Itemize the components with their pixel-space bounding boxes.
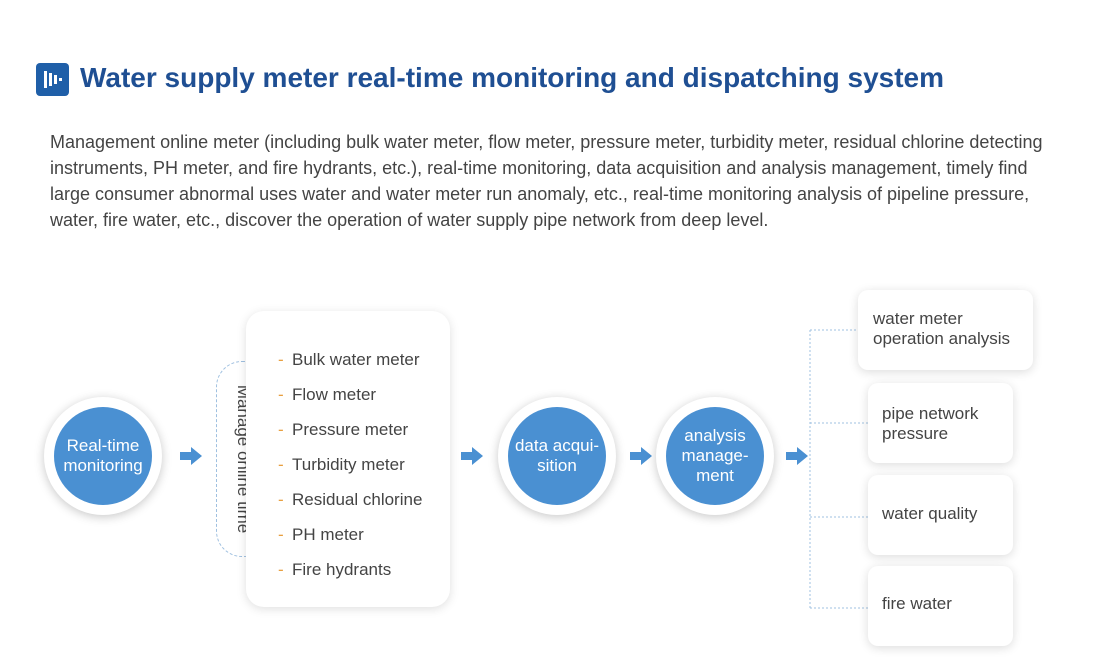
output-card-water-quality: water quality — [868, 475, 1013, 555]
output-card-meter-analysis: water meter operation analysis — [858, 290, 1033, 370]
output-card-fire-water: fire water — [868, 566, 1013, 646]
arrow-right-icon — [461, 447, 483, 465]
output-card-pipe-pressure: pipe network pressure — [868, 383, 1013, 463]
arrow-right-icon — [630, 447, 652, 465]
node-realtime-monitoring-label: Real-time monitoring — [54, 407, 152, 505]
node-data-acquisition: data acqui-sition — [498, 397, 616, 515]
node-analysis-management-label: analysis manage-ment — [666, 407, 764, 505]
output-card-label: water meter operation analysis — [873, 309, 1011, 348]
output-card-label: pipe network pressure — [882, 404, 979, 443]
node-analysis-management: analysis manage-ment — [656, 397, 774, 515]
list-item: -Turbidity meter — [278, 455, 405, 474]
output-card-label: fire water — [882, 594, 952, 613]
node-data-acquisition-label: data acqui-sition — [508, 407, 606, 505]
meter-list: -Bulk water meter -Flow meter -Pressure … — [278, 350, 422, 595]
arrow-right-icon — [786, 447, 808, 465]
output-card-label: water quality — [882, 504, 978, 523]
description-paragraph: Management online meter (including bulk … — [50, 132, 1043, 230]
list-item: -Residual chlorine — [278, 490, 423, 509]
page-title: Water supply meter real-time monitoring … — [80, 62, 945, 93]
list-item: -Fire hydrants — [278, 560, 392, 579]
play-arrow-icon — [36, 63, 69, 96]
list-item: -Pressure meter — [278, 420, 409, 439]
arrow-right-icon — [180, 447, 202, 465]
meter-list-box: -Bulk water meter -Flow meter -Pressure … — [246, 311, 450, 607]
node-realtime-monitoring: Real-time monitoring — [44, 397, 162, 515]
list-item: -PH meter — [278, 525, 364, 544]
list-item: -Flow meter — [278, 385, 377, 404]
list-item: -Bulk water meter — [278, 350, 420, 369]
